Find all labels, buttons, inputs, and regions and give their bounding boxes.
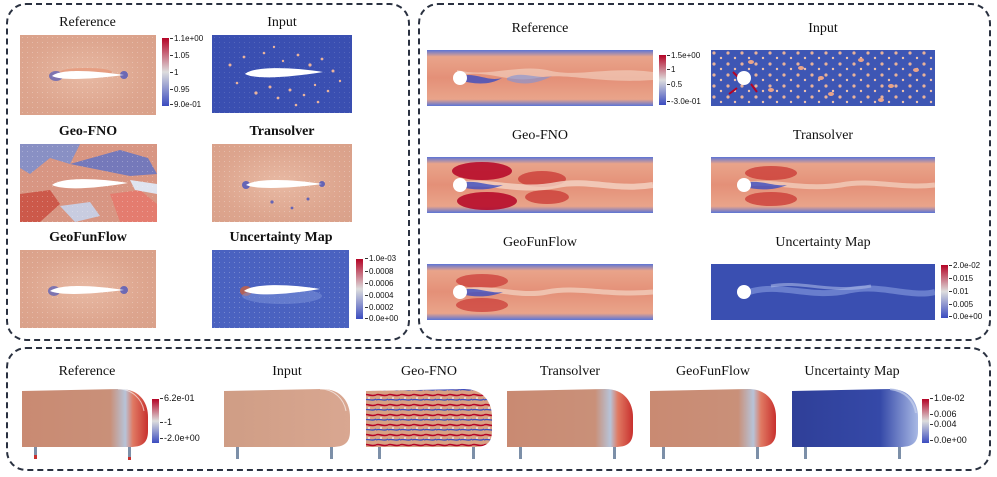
airfoil-geofunflow-label: GeoFunFlow <box>49 230 127 245</box>
airfoil-uncertainty-colorbar <box>356 259 363 319</box>
cylinder-geofno-plot <box>427 157 653 213</box>
cylinder-unc-tick-2: 0.015 <box>948 274 974 283</box>
airfoil-geofno-label: Geo-FNO <box>58 124 118 139</box>
cylinder-unc-tick-1: 2.0e-02 <box>948 261 981 270</box>
cylinder-geofunflow-label: GeoFunFlow <box>503 235 577 250</box>
cylinder-input-plot <box>711 50 935 106</box>
cylinder-uncertainty-colorbar <box>941 265 948 318</box>
airfoil-uncertainty-label: Uncertainty Map <box>229 230 333 245</box>
vehicle-unc-tick-2: 0.006 <box>930 409 957 419</box>
vehicle-transolver-plot <box>505 383 635 463</box>
airfoil-field-tick-1: 1.1e+00 <box>169 34 204 43</box>
cylinder-field-tick-4: -3.0e-01 <box>667 97 701 106</box>
cylinder-field-tick-1: 1.5e+00 <box>666 51 701 60</box>
vehicle-input-label: Input <box>272 364 302 379</box>
cylinder-reference-plot <box>427 50 653 106</box>
airfoil-reference-plot <box>20 35 156 115</box>
airfoil-uncertainty-plot <box>212 250 349 328</box>
airfoil-transolver-plot <box>212 144 352 222</box>
cylinder-transolver-label: Transolver <box>792 128 854 143</box>
cylinder-field-tick-3: 0.5 <box>666 80 683 89</box>
cylinder-reference-label: Reference <box>511 21 569 36</box>
vehicle-unc-tick-3: 0.004 <box>930 419 957 429</box>
vehicle-unc-tick-4: 0.0e+00 <box>930 435 967 445</box>
cylinder-field-tick-2: 1 <box>666 65 676 74</box>
vehicle-field-tick-1: 6.2e-01 <box>160 393 195 403</box>
airfoil-unc-tick-3: 0.0006 <box>364 279 394 288</box>
vehicle-uncertainty-plot <box>790 383 920 463</box>
vehicle-panel <box>6 347 991 471</box>
cylinder-panel <box>418 3 991 341</box>
airfoil-input-plot <box>212 35 352 113</box>
airfoil-reference-label: Reference <box>59 15 116 30</box>
vehicle-field-tick-2: -1 <box>159 417 173 427</box>
airfoil-transolver-label: Transolver <box>249 124 315 139</box>
cylinder-input-label: Input <box>808 21 838 36</box>
airfoil-unc-tick-1: 1.0e-03 <box>364 254 397 263</box>
vehicle-transolver-label: Transolver <box>539 364 601 379</box>
cylinder-field-colorbar <box>659 55 666 105</box>
cylinder-geofno-label: Geo-FNO <box>512 128 568 143</box>
vehicle-geofunflow-plot <box>648 383 778 463</box>
airfoil-field-tick-5: 9.0e-01 <box>169 100 202 109</box>
cylinder-unc-tick-4: 0.005 <box>948 300 974 309</box>
vehicle-uncertainty-colorbar <box>922 399 929 443</box>
vehicle-geofno-label: Geo-FNO <box>401 364 457 379</box>
airfoil-unc-tick-6: 0.0e+00 <box>364 314 399 323</box>
airfoil-field-tick-4: 0.95 <box>170 85 190 94</box>
cylinder-uncertainty-label: Uncertainty Map <box>775 235 871 250</box>
airfoil-panel <box>6 3 410 341</box>
airfoil-unc-tick-2: 0.0008 <box>364 267 394 276</box>
vehicle-unc-tick-1: 1.0e-02 <box>930 393 965 403</box>
airfoil-field-tick-2: 1.05 <box>170 51 190 60</box>
cylinder-transolver-plot <box>711 157 935 213</box>
airfoil-input-label: Input <box>267 15 297 30</box>
cylinder-geofunflow-plot <box>427 264 653 320</box>
vehicle-reference-label: Reference <box>58 364 116 379</box>
cylinder-uncertainty-plot <box>711 264 935 320</box>
airfoil-geofunflow-plot <box>20 250 156 328</box>
airfoil-unc-tick-4: 0.0004 <box>364 291 394 300</box>
airfoil-field-tick-3: 1 <box>169 68 179 77</box>
airfoil-unc-tick-5: 0.0002 <box>364 303 394 312</box>
vehicle-geofunflow-label: GeoFunFlow <box>676 364 750 379</box>
cylinder-unc-tick-5: 0.0e+00 <box>948 312 983 321</box>
vehicle-field-tick-3: -2.0e+00 <box>160 433 200 443</box>
vehicle-reference-plot <box>20 383 150 463</box>
vehicle-input-plot <box>222 383 352 463</box>
airfoil-field-colorbar <box>162 38 169 106</box>
vehicle-geofno-plot <box>364 383 494 463</box>
vehicle-field-colorbar <box>152 399 159 443</box>
airfoil-geofno-plot <box>20 144 157 222</box>
cylinder-unc-tick-3: 0.01 <box>949 287 969 296</box>
vehicle-uncertainty-label: Uncertainty Map <box>804 364 900 379</box>
